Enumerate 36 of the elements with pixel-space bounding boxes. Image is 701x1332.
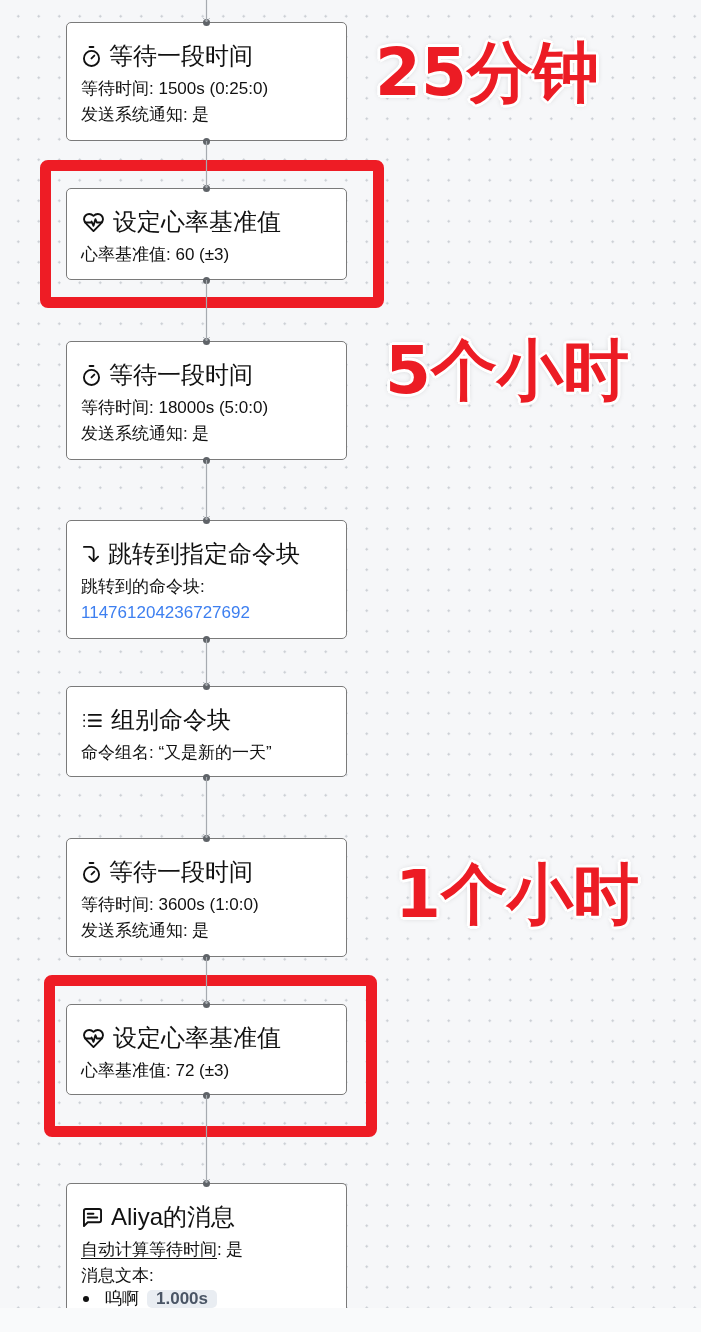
field-text: 等待时间: 3600s (1:0:0) <box>81 894 259 916</box>
field-text: 等待时间: 1500s (0:25:0) <box>81 78 269 100</box>
field-text: 发送系统通知: 是 <box>81 104 210 126</box>
step-card <box>66 686 347 777</box>
field-text: 等待时间: 18000s (5:0:0) <box>81 397 269 419</box>
step-title: 跳转到指定命令块 <box>108 539 300 569</box>
step-title: 等待一段时间 <box>109 360 253 390</box>
step-card <box>66 520 347 639</box>
field-text: 消息文本: <box>81 1265 154 1287</box>
field-text: 心率基准值: 60 (±3) <box>81 244 230 266</box>
field-text: 发送系统通知: 是 <box>81 920 210 942</box>
step-title: Aliya的消息 <box>111 1202 236 1232</box>
field-text: 命令组名: “又是新的一天” <box>81 742 272 764</box>
step-title: 等待一段时间 <box>109 41 253 71</box>
step-title: 等待一段时间 <box>109 857 253 887</box>
field-text: 跳转到的命令块: <box>81 576 205 598</box>
duration-note: 25分钟 <box>375 40 599 106</box>
message-text: 呜啊 <box>105 1290 139 1308</box>
field-text: 自动计算等待时间: 是 <box>81 1239 244 1261</box>
step-card <box>66 1183 347 1308</box>
step-card <box>66 188 347 280</box>
highlight-frame <box>40 160 384 308</box>
step-title: 设定心率基准值 <box>113 1023 281 1053</box>
highlight-frame <box>44 975 377 1137</box>
step-card <box>66 22 347 141</box>
duration-note: 5个小时 <box>385 338 629 404</box>
step-card <box>66 341 347 460</box>
step-title: 组别命令块 <box>111 705 231 735</box>
field-text: 心率基准值: 72 (±3) <box>81 1060 230 1082</box>
step-title: 设定心率基准值 <box>113 207 281 237</box>
block-id-link: 114761204236727692 <box>81 602 250 624</box>
duration-chip: 1.000s <box>147 1290 217 1308</box>
step-card <box>66 838 347 957</box>
step-card <box>66 1004 347 1095</box>
duration-note: 1个小时 <box>395 862 639 928</box>
field-text: 发送系统通知: 是 <box>81 423 210 445</box>
